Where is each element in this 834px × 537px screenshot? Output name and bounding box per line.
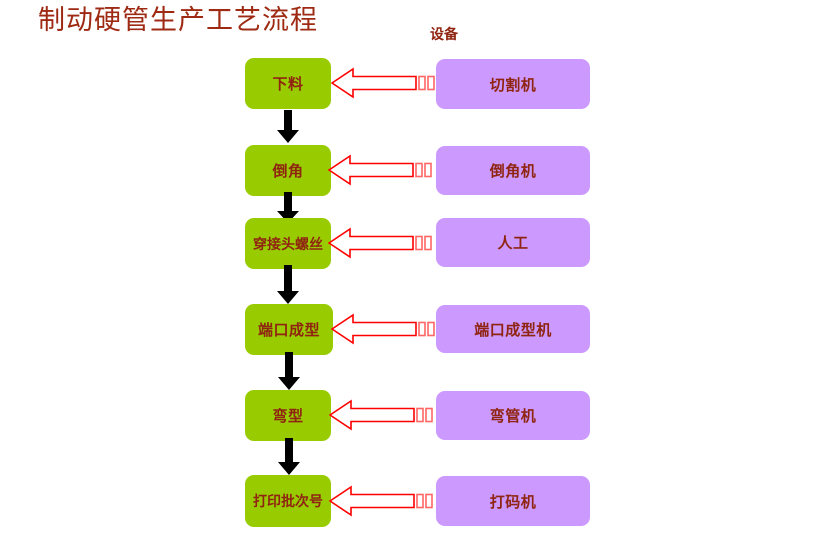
process-box-label: 弯型: [272, 407, 304, 425]
equipment-box-label: 切割机: [489, 75, 537, 94]
left-arrow-icon-6: [328, 481, 434, 521]
equipment-box-2[interactable]: 倒角机: [436, 146, 590, 195]
down-arrow-icon-5: [276, 438, 302, 476]
process-box-2[interactable]: 倒角: [245, 145, 331, 196]
process-box-1[interactable]: 下料: [245, 58, 331, 109]
left-arrow-icon-4: [330, 309, 436, 349]
process-box-3[interactable]: 穿接头螺丝: [245, 218, 331, 269]
down-arrow-icon-2: [275, 192, 301, 224]
left-arrow-icon-3: [327, 223, 433, 263]
equipment-box-5[interactable]: 弯管机: [436, 391, 590, 440]
equipment-box-label: 打码机: [489, 492, 537, 511]
process-box-4[interactable]: 端口成型: [245, 304, 333, 355]
equipment-box-label: 端口成型机: [474, 320, 552, 339]
left-arrow-icon-5: [328, 395, 434, 435]
process-box-6[interactable]: 打印批次号: [245, 475, 331, 527]
equipment-box-6[interactable]: 打码机: [436, 476, 590, 526]
equipment-box-label: 弯管机: [489, 407, 537, 425]
left-arrow-icon-1: [330, 63, 436, 103]
process-box-label: 下料: [272, 75, 304, 93]
process-box-label: 打印批次号: [253, 494, 323, 510]
page-title: 制动硬管生产工艺流程: [38, 5, 318, 36]
equipment-box-label: 倒角机: [489, 162, 537, 180]
process-box-label: 穿接头螺丝: [253, 236, 323, 253]
process-box-label: 倒角: [272, 162, 304, 180]
equipment-box-1[interactable]: 切割机: [436, 59, 590, 109]
down-arrow-icon-3: [275, 265, 301, 305]
equipment-box-4[interactable]: 端口成型机: [436, 305, 590, 353]
process-box-label: 端口成型: [257, 321, 320, 339]
process-box-5[interactable]: 弯型: [245, 390, 331, 441]
down-arrow-icon-1: [275, 110, 301, 144]
equipment-box-3[interactable]: 人工: [436, 218, 590, 267]
equipment-column-header: 设备: [430, 27, 458, 43]
down-arrow-icon-4: [276, 352, 302, 391]
equipment-box-label: 人工: [497, 234, 529, 252]
left-arrow-icon-2: [327, 150, 433, 190]
